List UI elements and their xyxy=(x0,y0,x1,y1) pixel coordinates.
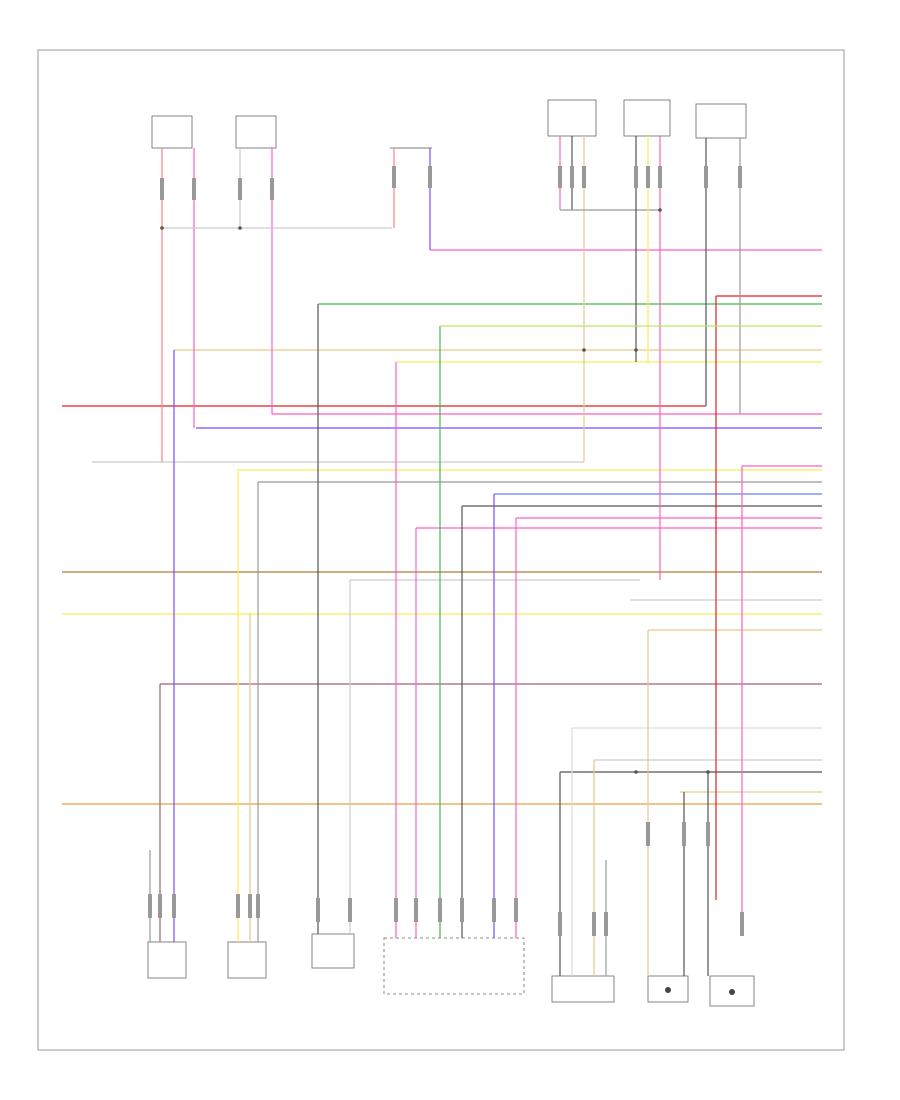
component-top-1 xyxy=(151,115,193,149)
component-top-right-1 xyxy=(547,99,597,137)
bottom-6-symbol xyxy=(665,987,671,993)
splice-points xyxy=(160,208,710,774)
component-bottom-2 xyxy=(227,941,267,979)
component-top-2 xyxy=(235,115,277,149)
component-bottom-3 xyxy=(311,933,355,969)
component-bottom-throttle xyxy=(383,937,525,995)
component-top-right-3 xyxy=(695,103,747,139)
component-bottom-1 xyxy=(147,941,187,979)
component-bottom-5 xyxy=(551,975,615,1003)
bottom-7-symbol xyxy=(729,989,735,995)
component-top-right-2 xyxy=(623,99,671,137)
diagram-frame xyxy=(37,49,845,1051)
connector-pins xyxy=(148,166,744,936)
